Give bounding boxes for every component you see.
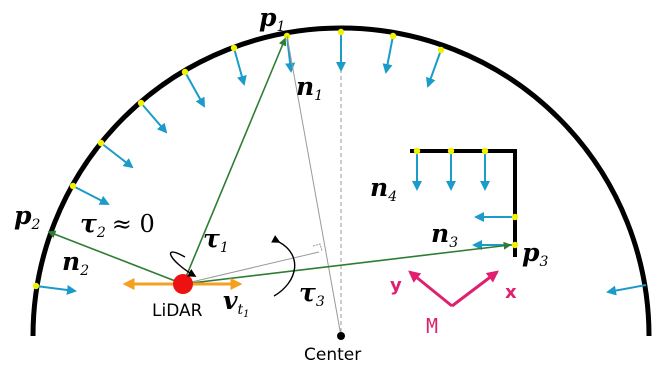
frame-y-axis	[408, 270, 453, 308]
circular-wall	[30, 25, 652, 337]
sample-point	[437, 46, 445, 54]
label-tau2: τ2≈ 0	[80, 209, 155, 241]
label-n4: n4	[370, 173, 397, 205]
wall-normal-arrow	[100, 142, 134, 169]
label-p2: p2	[14, 201, 40, 233]
sample-point	[413, 147, 421, 155]
frame-x-label: x	[505, 282, 517, 303]
wall-normal-arrow	[72, 185, 110, 205]
wall-normal-arrow	[35, 285, 77, 295]
wall-normal-arrow	[233, 47, 247, 86]
guide-line-center-to-p1	[286, 35, 342, 337]
ray-to-p2	[47, 230, 184, 285]
wall-normal-arrow	[184, 71, 205, 108]
wall-normal-arrow	[606, 284, 647, 296]
label-velocity: vt1	[223, 286, 250, 320]
ray-to-p1	[182, 37, 287, 285]
sample-point	[337, 28, 345, 36]
torque-arc-tau3	[271, 235, 296, 297]
label-n1: n1	[296, 72, 323, 104]
sample-point	[389, 32, 397, 40]
label-n3: n3	[431, 219, 458, 251]
label-n2: n2	[62, 247, 89, 279]
frame-m: y x M	[390, 270, 517, 338]
sample-point	[447, 147, 455, 155]
sample-point	[511, 241, 519, 249]
sample-point	[181, 68, 189, 76]
wall-normal-arrow	[426, 49, 442, 88]
frame-origin-label: M	[426, 314, 438, 338]
sample-point	[32, 282, 40, 290]
wall-normals	[35, 32, 647, 296]
wall-normal-arrow	[140, 102, 168, 134]
sample-point	[481, 147, 489, 155]
right-angle-marker	[312, 243, 323, 252]
label-lidar: LiDAR	[152, 301, 203, 321]
sample-point	[97, 139, 105, 147]
frame-y-label: y	[390, 275, 402, 296]
inner-obstacle-wall	[410, 149, 517, 257]
label-tau3: τ3	[299, 278, 325, 310]
torque-arc-tau1	[169, 251, 197, 277]
label-p1: p1	[259, 3, 285, 35]
label-center: Center	[304, 345, 361, 365]
sample-point	[511, 213, 519, 221]
sample-point	[230, 44, 238, 52]
frame-x-axis	[451, 270, 499, 308]
obstacle-sample-points	[413, 147, 519, 249]
center-point	[337, 332, 345, 340]
sample-point	[137, 99, 145, 107]
sample-point	[69, 182, 77, 190]
ray-to-p3	[182, 241, 512, 285]
lidar-sensor	[173, 274, 193, 294]
label-p3: p3	[522, 238, 548, 270]
wall-normal-arrow	[382, 35, 394, 74]
guide-line-lidar-perp	[182, 251, 320, 285]
label-tau1: τ1	[203, 224, 229, 256]
